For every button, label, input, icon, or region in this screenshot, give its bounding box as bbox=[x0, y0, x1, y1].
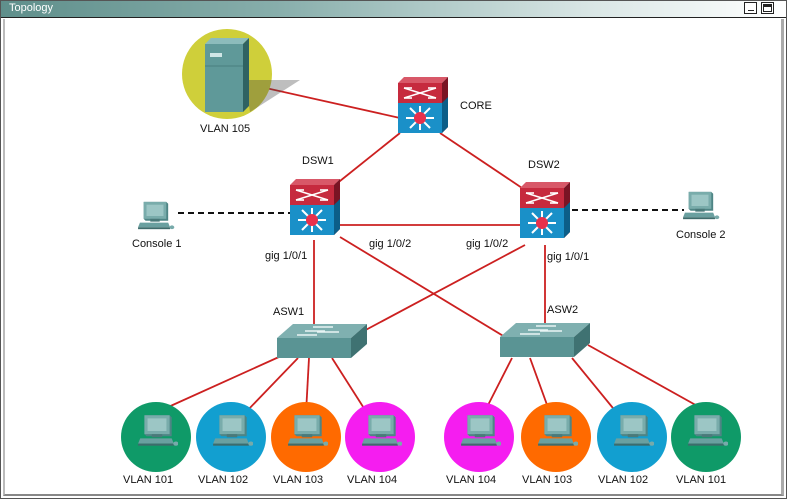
host-pc-1[interactable] bbox=[121, 402, 191, 472]
server-device[interactable] bbox=[182, 29, 300, 119]
console1-label: Console 1 bbox=[132, 238, 182, 250]
host-label: VLAN 104 bbox=[347, 474, 398, 486]
port-label-dsw2-down: gig 1/0/1 bbox=[547, 251, 590, 263]
dsw2-switch-icon[interactable] bbox=[520, 180, 570, 240]
host-pc-3[interactable] bbox=[271, 402, 341, 472]
host-pc-4[interactable] bbox=[345, 402, 415, 472]
link-core-dsw2 bbox=[439, 132, 526, 191]
console2-pc-icon[interactable] bbox=[683, 191, 720, 220]
host-label: VLAN 103 bbox=[522, 474, 573, 486]
asw2-switch-icon[interactable] bbox=[500, 322, 590, 358]
host-label: VLAN 102 bbox=[198, 474, 249, 486]
host-label: VLAN 101 bbox=[123, 474, 174, 486]
link-asw2-host8 bbox=[587, 344, 711, 414]
host-pc-2[interactable] bbox=[196, 402, 266, 472]
server-icon bbox=[205, 38, 249, 112]
host-pc-7[interactable] bbox=[597, 402, 667, 472]
host-pc-6[interactable] bbox=[521, 402, 591, 472]
host-pc-8[interactable] bbox=[671, 402, 741, 472]
console2-label: Console 2 bbox=[676, 229, 726, 241]
dsw2-label: DSW2 bbox=[528, 159, 560, 171]
core-label: CORE bbox=[460, 100, 492, 112]
maximize-icon[interactable] bbox=[761, 2, 774, 14]
link-dsw2-asw1 bbox=[359, 244, 526, 334]
link-asw1-host4 bbox=[331, 357, 368, 414]
host-label: VLAN 101 bbox=[676, 474, 727, 486]
asw1-label: ASW1 bbox=[273, 306, 305, 318]
core-switch-icon[interactable] bbox=[398, 75, 448, 135]
asw2-label: ASW2 bbox=[547, 304, 579, 316]
title-bar[interactable]: Topology bbox=[1, 1, 786, 18]
host-label: VLAN 102 bbox=[598, 474, 649, 486]
topology-canvas[interactable] bbox=[3, 19, 784, 496]
host-group bbox=[121, 402, 741, 472]
console1-pc-icon[interactable] bbox=[138, 201, 175, 230]
server-label: VLAN 105 bbox=[200, 123, 251, 135]
port-label-dsw1-cross: gig 1/0/2 bbox=[369, 238, 412, 250]
console-links bbox=[178, 209, 684, 214]
port-label-dsw1-down: gig 1/0/1 bbox=[265, 250, 308, 262]
window-title: Topology bbox=[9, 2, 54, 14]
minimize-icon[interactable] bbox=[744, 2, 757, 14]
dsw1-switch-icon[interactable] bbox=[290, 177, 340, 237]
port-label-dsw2-cross: gig 1/0/2 bbox=[466, 238, 509, 250]
host-pc-5[interactable] bbox=[444, 402, 514, 472]
link-asw1-host1 bbox=[154, 351, 291, 414]
host-label: VLAN 104 bbox=[446, 474, 497, 486]
link-asw2-host7 bbox=[571, 357, 618, 414]
asw1-switch-icon[interactable] bbox=[277, 323, 367, 359]
link-core-dsw1 bbox=[334, 132, 401, 186]
link-dsw1-asw2 bbox=[339, 236, 511, 341]
link-asw1-host2 bbox=[244, 357, 299, 414]
host-label: VLAN 103 bbox=[273, 474, 324, 486]
dsw1-label: DSW1 bbox=[302, 155, 334, 167]
